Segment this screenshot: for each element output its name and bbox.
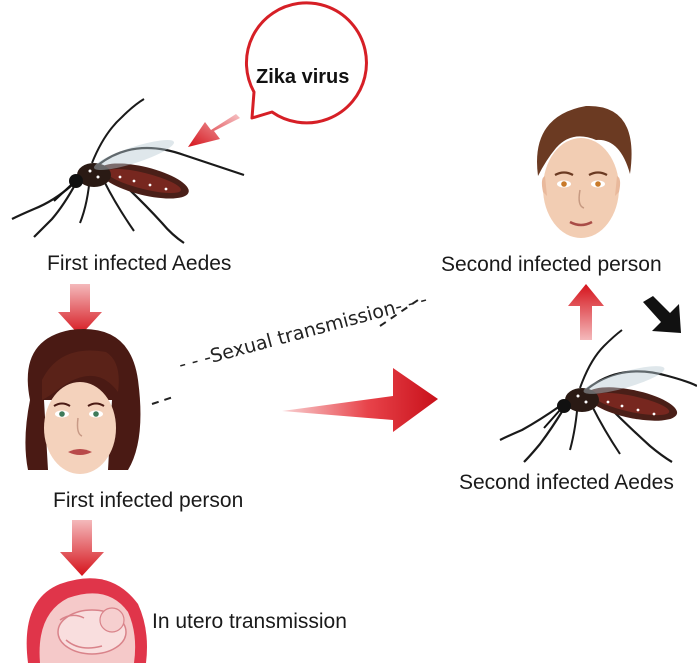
in-utero-transmission-label: In utero transmission [152, 610, 347, 634]
virus-bubble [246, 3, 366, 123]
mosquito-icon [500, 330, 697, 462]
first-infected-person-label: First infected person [53, 489, 243, 513]
big-transmission-arrow [282, 368, 438, 432]
second-infected-aedes-label: Second infected Aedes [459, 471, 674, 495]
fetus-icon [27, 578, 147, 663]
woman-face-icon [25, 329, 140, 474]
person-to-aedes-arrow [643, 296, 681, 333]
virus-to-mosquito-arrow [188, 114, 240, 147]
virus-label: Zika virus [256, 66, 349, 89]
aedes-to-person-arrow [58, 284, 102, 336]
person-to-fetus-arrow [60, 520, 104, 576]
second-infected-person-label: Second infected person [441, 253, 662, 277]
mosquito-icon [12, 99, 244, 243]
aedes-to-second-person-arrow [568, 284, 604, 340]
first-infected-aedes-label: First infected Aedes [47, 252, 231, 276]
man-face-icon [537, 106, 632, 238]
